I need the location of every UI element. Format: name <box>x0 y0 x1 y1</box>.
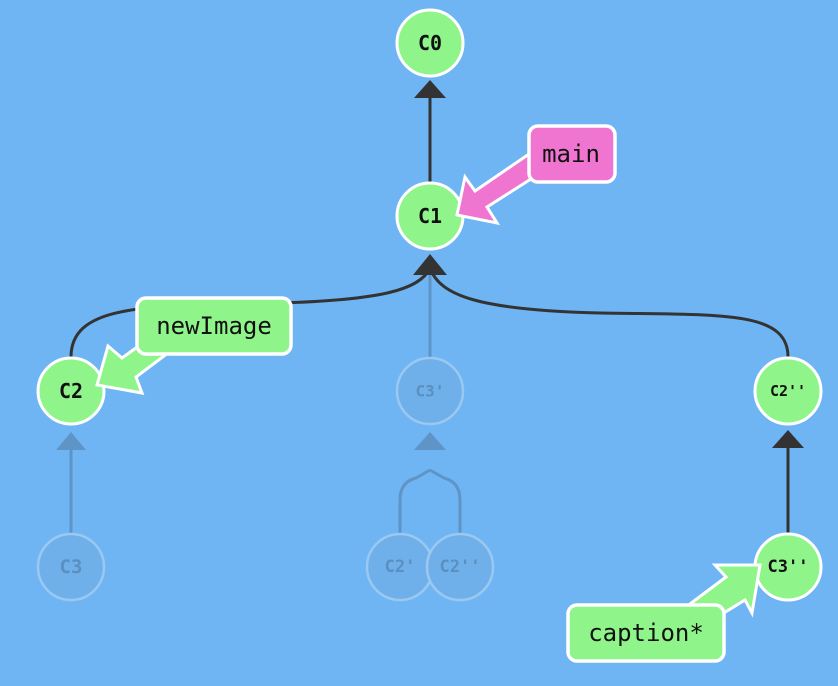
branch-caption[interactable]: caption* <box>566 563 762 663</box>
branch-new-image-label: newImage <box>156 312 272 340</box>
commit-c3prime-ghost[interactable]: C3' <box>395 356 465 426</box>
commit-c0-label: C0 <box>418 31 442 55</box>
commit-c1-label: C1 <box>418 204 442 228</box>
commit-c1[interactable]: C1 <box>395 181 465 251</box>
edge-c2dprime-to-c3prime <box>429 468 462 535</box>
arrowhead-c2dprime <box>772 430 804 448</box>
commit-c2dprime-ghost-label: C2'' <box>440 557 481 577</box>
commit-c3dprime[interactable]: C3'' <box>753 532 823 602</box>
commit-c2prime-ghost-label: C2' <box>385 557 416 577</box>
commit-c2dprime-ghost[interactable]: C2'' <box>425 532 495 602</box>
edge-c2dprime-to-c1 <box>428 267 790 358</box>
commit-c2[interactable]: C2 <box>36 356 106 426</box>
branch-caption-label: caption* <box>588 619 704 647</box>
commit-c3-ghost[interactable]: C3 <box>36 532 106 602</box>
commit-c2dprime[interactable]: C2'' <box>753 356 823 426</box>
branch-main[interactable]: main <box>455 124 617 226</box>
arrowhead-c0 <box>414 80 446 98</box>
commit-c2dprime-label: C2'' <box>770 382 806 400</box>
commit-c3prime-label: C3' <box>416 382 445 401</box>
arrowhead-c1 <box>413 254 447 275</box>
edge-c2prime-to-c3prime <box>398 468 431 535</box>
branch-new-image[interactable]: newImage <box>95 296 293 395</box>
commit-c3dprime-label: C3'' <box>768 557 809 577</box>
arrowhead-c3prime-ghost <box>414 432 446 450</box>
ghost-edges <box>56 272 462 535</box>
commit-c2prime-ghost[interactable]: C2' <box>365 532 435 602</box>
commit-c0[interactable]: C0 <box>395 8 465 78</box>
commit-c3-ghost-label: C3 <box>60 556 83 578</box>
commit-c2-label: C2 <box>59 379 83 403</box>
branch-main-label: main <box>542 140 600 168</box>
arrowhead-c2-ghost <box>56 432 86 450</box>
